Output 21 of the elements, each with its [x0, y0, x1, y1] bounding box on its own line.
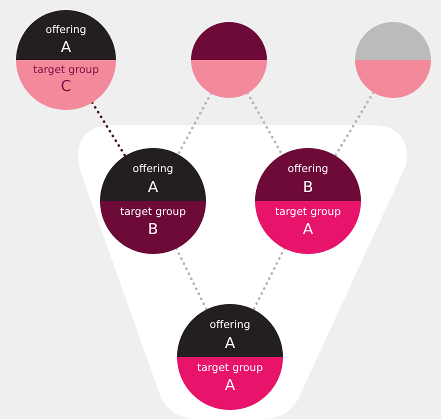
offering-letter: A — [148, 180, 158, 195]
dotted-connector — [252, 247, 286, 311]
offering-label: offering — [46, 25, 86, 36]
target-group-label: target group — [33, 65, 99, 76]
offering-label: offering — [288, 164, 328, 175]
offering-letter: A — [60, 40, 72, 54]
dotted-connector — [334, 91, 375, 157]
target-group-label: target group — [120, 206, 186, 218]
offering-letter: B — [302, 180, 314, 195]
target-group-letter: B — [148, 222, 158, 237]
target-group-letter: A — [302, 222, 314, 237]
target-group-label: target group — [275, 206, 341, 218]
target-group-label: target group — [197, 362, 263, 374]
dotted-connector — [175, 247, 208, 311]
target-group-letter: C — [60, 79, 72, 94]
dotted-connector — [176, 92, 212, 156]
dotted-connector — [90, 101, 126, 158]
target-group-letter: A — [224, 378, 236, 393]
offering-letter: A — [224, 336, 236, 351]
offering-label: offering — [132, 164, 174, 175]
offering-label: offering — [210, 320, 250, 331]
